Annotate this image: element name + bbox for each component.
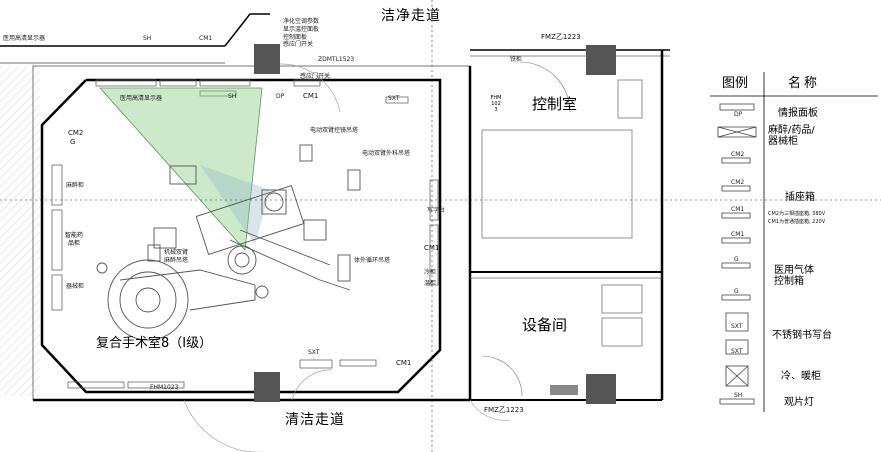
legend-name-desk: 不锈钢书写台 (772, 330, 832, 341)
legend-icon-g: G (734, 288, 739, 295)
anes-cabinet-label: 麻醉柜 (66, 182, 85, 189)
note-purify: 净化空调参数 (283, 18, 320, 25)
cold-cabinet-label: 冷柜 (424, 269, 437, 276)
legend-header-icon: 图例 (722, 76, 749, 91)
blue-shadow (200, 165, 270, 245)
smart-drug-label: 智能药品柜 (64, 232, 83, 247)
legend-note-cm1: CM1为普通插座箱, 220V (768, 219, 826, 225)
legend-grid (710, 72, 878, 412)
legend-header-name: 名称 (788, 76, 821, 91)
sxt-bottom-label: SXT (308, 349, 320, 356)
top-wall-equipment (95, 79, 409, 104)
cm2-label: CM2 (68, 129, 84, 137)
anes-tower-label: 麻醉吊塔 (164, 257, 189, 264)
left-cabinets (51, 164, 63, 311)
note-display: 显示温控面板 (283, 26, 320, 33)
legend-name-cold-warm: 冷、暖柜 (781, 371, 821, 382)
arm-surgery-label: 电动双臂外科吊塔 (362, 150, 411, 157)
legend-name-panel: 情报面板 (778, 108, 818, 119)
note-corner-left: 医用高清显示器 (3, 35, 46, 42)
monitor-display-label: 医用高清显示器 (120, 95, 163, 102)
legend-icon-sxt: SXT (731, 323, 743, 330)
sh1-label: SH (228, 93, 237, 100)
legend-icon-cm2: CM2 (731, 151, 745, 158)
ecmo-tower-label: 体外循环吊塔 (354, 257, 391, 264)
column (586, 45, 616, 75)
door-label-fhm: FHM1023 (150, 384, 179, 391)
legend-icons (717, 103, 757, 405)
g-label: G (70, 138, 76, 146)
sxt-top-label: SXT (388, 95, 400, 102)
legend-icon-g: G (734, 256, 739, 263)
legend-icon-sh: SH (734, 392, 743, 399)
legend-icon-dp: DP (734, 111, 743, 118)
cm1-label-a: CM1 (303, 92, 319, 100)
note-panel-code: 控制面板 (283, 34, 308, 41)
writing-desk-label: 写字台 (427, 207, 446, 214)
note-sensor: 感应门开关 (300, 73, 331, 80)
legend-name-viewer: 观片灯 (784, 397, 814, 408)
control-room-label: 控制室 (532, 95, 578, 113)
legend-icon-cm2: CM2 (731, 179, 745, 186)
mech-arm-label: 机械双臂 (164, 249, 189, 256)
door-label-fhm-side: FHM1023 (490, 95, 502, 113)
legend-name-socket: 插座箱 (785, 192, 815, 203)
clean-corridor-top: 洁净走道 (381, 8, 441, 24)
surgery-equipment-sketch (96, 144, 361, 341)
column (254, 372, 280, 402)
note-box-label: 铁柜 (510, 56, 523, 63)
dp-label: DP (276, 93, 285, 100)
column (586, 374, 616, 404)
bottom-wall-units (67, 359, 377, 389)
door-label-zdmtl: ZDMTL1523 (318, 56, 355, 63)
cm1-right-label: CM1 (424, 244, 440, 252)
legend-icon-cm1: CM1 (731, 206, 745, 213)
cm1-bottom-label: CM1 (396, 359, 412, 367)
legend-icon-cm1: CM1 (731, 231, 745, 238)
legend-icon-sxt: SXT (731, 348, 743, 355)
column (254, 44, 280, 74)
monitor-view-cone (99, 87, 263, 251)
note-sh-top: SH (143, 35, 152, 42)
door-label-fmz-bottom: FMZ乙1223 (484, 406, 524, 414)
operating-room-label: 复合手术室8（I级） (96, 336, 213, 351)
or-walls (32, 65, 472, 402)
instrument-cabinet-label: 器械柜 (66, 283, 85, 290)
legend-note-cm2: CM2为三相插座箱, 380V (768, 211, 826, 217)
note-heat-switch: 感应门开关 (283, 41, 314, 48)
door-label-fmz-top: FMZ乙1223 (541, 33, 581, 41)
note-cm1-top: CM1 (199, 35, 213, 42)
warm-cabinet-label: 温柜 (424, 280, 437, 287)
equipment-room-label: 设备间 (522, 316, 568, 334)
arm-monitor-label: 电动双臂控镜吊塔 (310, 127, 359, 134)
right-rooms (470, 49, 670, 401)
legend-name-gas: 医用气体控制箱 (774, 265, 814, 287)
clean-corridor-bottom: 清洁走道 (285, 412, 345, 428)
legend-name-cabinet: 麻醉/药品/器械柜 (768, 125, 815, 147)
